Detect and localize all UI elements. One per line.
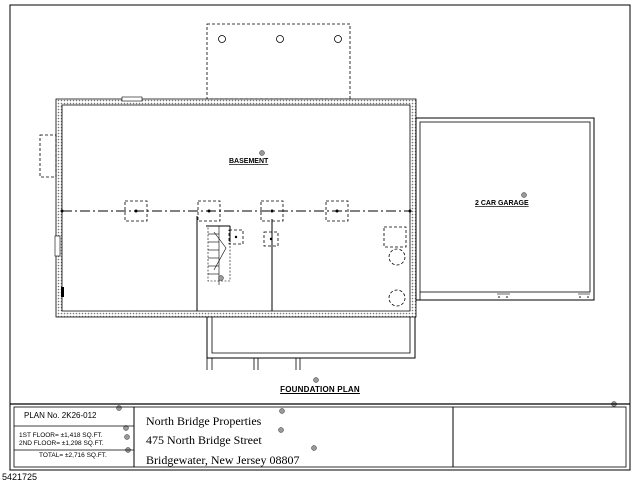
plan-number: PLAN No. 2K26-012 [24,411,97,420]
basement-stair [207,225,231,285]
image-id: 5421725 [2,472,38,482]
total-area: TOTAL= ±2,716 SQ.FT. [39,452,107,459]
city-address: Bridgewater, New Jersey 08807 [146,453,300,467]
street-address: 475 North Bridge Street [146,433,262,447]
title-block-frame [10,403,630,468]
deck-outline [206,23,351,100]
company-name: North Bridge Properties [146,414,262,428]
annotation-marks [116,150,617,453]
sheet-border [9,4,631,471]
basement-label: BASEMENT [229,158,269,165]
front-porch-outline [206,317,416,370]
garage-label: 2 CAR GARAGE [475,200,529,207]
second-floor-area: 2ND FLOOR= ±1,298 SQ.FT. [19,440,104,447]
garage-outline [415,117,595,301]
mechanical-circles [388,248,406,307]
column-footings [124,200,407,248]
areaway-outline [39,134,57,178]
first-floor-area: 1ST FLOOR= ±1,418 SQ.FT. [19,432,103,439]
basement-foundation-walls [54,96,417,318]
plan-title: FOUNDATION PLAN [280,385,360,394]
